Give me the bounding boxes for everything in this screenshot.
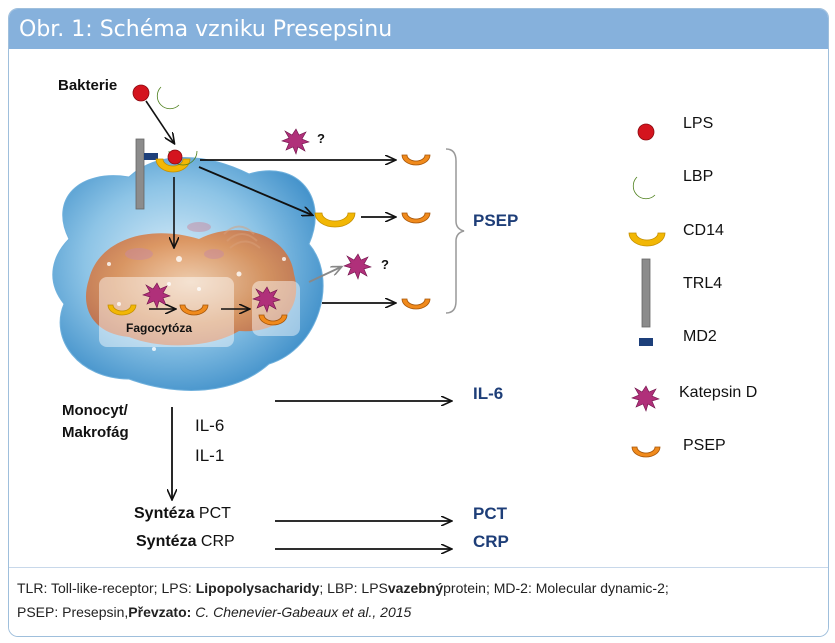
legend-cd14-label: CD14: [683, 222, 724, 239]
il6-output-label: IL-6: [473, 384, 504, 403]
synthesis-pct-abbr: PCT: [198, 505, 231, 522]
synthesis-crp-abbr: CRP: [200, 533, 235, 550]
synthesis-crp: Syntéza CRP: [136, 533, 235, 551]
pct-output-label: PCT: [473, 504, 507, 523]
question-mid: ?: [381, 257, 389, 272]
phago-cd14: [107, 304, 137, 316]
legend-tlr4-icon: [641, 258, 651, 328]
legend-lps-label: LPS: [683, 115, 714, 132]
question-top: ?: [317, 131, 325, 146]
il1-small-label: IL-1: [195, 446, 225, 465]
legend-lps-icon: [637, 123, 655, 141]
legend-katepsin-label: Katepsin D: [679, 384, 758, 401]
phago-psep-2: [258, 314, 288, 326]
footer-2c: C. Chenevier-Gabeaux et al., 2015: [191, 604, 412, 620]
bacteria-lbp: [156, 86, 180, 110]
legend-md2-label: MD2: [683, 328, 717, 345]
membrane-lps: [167, 149, 183, 165]
cd14-middle-icon: [314, 212, 356, 228]
psep-cup-2: [401, 212, 431, 224]
footer-1b: Lipopolysacharidy: [195, 580, 320, 596]
md2-receptor: [144, 153, 158, 160]
monocyte-label-1: Monocyt/: [62, 402, 128, 419]
footer-1a: TLR: Toll-like-receptor; LPS:: [17, 580, 196, 596]
figure-header: Obr. 1: Schéma vzniku Presepsinu: [9, 9, 828, 49]
diagram-svg: ? ?: [52, 84, 666, 567]
cell-dots: [107, 256, 286, 351]
organelles: [125, 222, 261, 260]
phago-katepsin-1: [142, 282, 171, 309]
figure-footer: TLR: Toll-like-receptor; LPS: Lipopolysa…: [9, 567, 828, 636]
footer-line-2: PSEP: Presepsin,Převzato: C. Chenevier-G…: [17, 604, 411, 620]
katepsin-top-icon: [281, 128, 310, 155]
legend-lbp-icon: [632, 176, 656, 200]
arrow-bacteria-to-membrane: [145, 100, 174, 143]
legend-lbp-label: LBP: [683, 168, 714, 185]
legend-cd14-icon: [628, 232, 666, 247]
legend-katepsin-icon: [631, 385, 660, 412]
phago-katepsin-2: [252, 286, 281, 313]
bacteria-label: Bakterie: [58, 77, 118, 94]
phago-psep-1: [179, 304, 209, 316]
figure-title: Obr. 1: Schéma vzniku Presepsinu: [19, 17, 393, 42]
figure-frame: Obr. 1: Schéma vzniku Presepsinu: [8, 8, 829, 637]
legend-psep-icon: [631, 446, 661, 458]
crp-output-label: CRP: [473, 532, 509, 551]
membrane-cd14: [155, 158, 191, 173]
psep-output-label: PSEP: [473, 211, 519, 230]
katepsin-mid-icon: [343, 253, 372, 280]
monocyte-label-2: Makrofág: [62, 424, 129, 441]
psep-cup-1: [401, 154, 431, 166]
synthesis-pct: Syntéza PCT: [134, 505, 231, 523]
synthesis-crp-word: Syntéza: [136, 533, 197, 550]
legend-md2-icon: [639, 338, 653, 346]
footer-line-1: TLR: Toll-like-receptor; LPS: Lipopolysa…: [17, 580, 669, 596]
footer-1c: ; LBP: LPS: [319, 580, 388, 596]
arrow-gray-to-katepsin: [308, 267, 341, 283]
phagocytosis-label: Fagocytóza: [126, 321, 193, 335]
psep-cup-3: [401, 298, 431, 310]
synthesis-pct-word: Syntéza: [134, 505, 195, 522]
legend-psep-label: PSEP: [683, 437, 726, 454]
tlr4-receptor: [135, 138, 145, 210]
psep-brace: [445, 148, 465, 314]
footer-1d: vazebný: [387, 580, 444, 596]
arrow-complex-to-cd14: [198, 166, 312, 215]
bacteria-lps: [132, 84, 150, 102]
footer-2b: Převzato:: [128, 604, 192, 620]
footer-1e: protein; MD-2: Molecular dynamic-2;: [443, 580, 669, 596]
legend-tlr4-label: TRL4: [683, 275, 723, 292]
il6-small-label: IL-6: [195, 416, 225, 435]
footer-2a: PSEP: Presepsin,: [17, 604, 129, 620]
